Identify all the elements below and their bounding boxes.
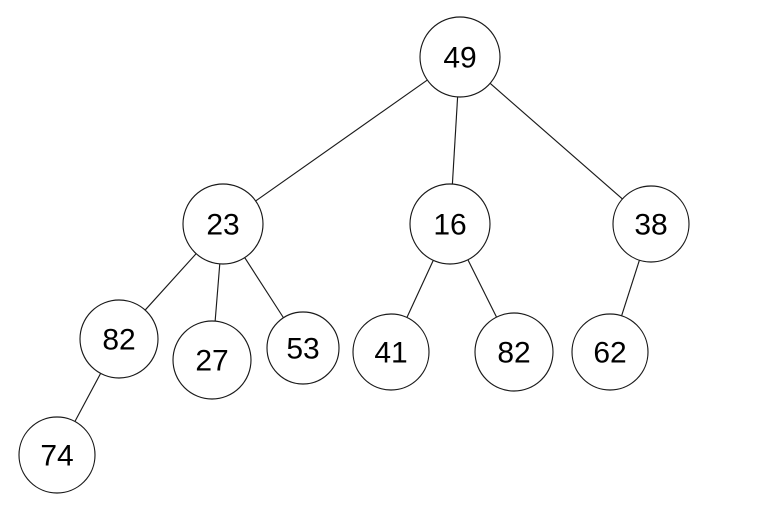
node-label: 82 [102,324,135,357]
tree-node[interactable]: 74 [18,416,96,494]
node-circle[interactable] [571,313,649,391]
tree-edge [74,373,102,422]
node-circle[interactable] [18,416,96,494]
node-layer: 49 23 16 38 82 27 53 41 82 62 74 [18,16,690,494]
tree-node[interactable]: 23 [182,183,264,265]
node-label: 27 [195,345,228,378]
tree-node[interactable]: 16 [409,183,491,265]
tree-edge [406,260,434,318]
node-label: 38 [634,209,667,242]
node-label: 53 [286,333,319,366]
node-circle[interactable] [266,311,340,385]
tree-node[interactable]: 41 [352,313,430,391]
tree-node[interactable]: 82 [474,312,554,392]
tree-node[interactable]: 38 [612,185,690,263]
tree-edge [255,79,428,202]
node-label: 49 [443,42,476,75]
tree-edge [467,259,498,318]
node-label: 62 [593,337,626,370]
tree-node[interactable]: 82 [79,299,159,379]
node-label: 41 [374,337,407,370]
node-circle[interactable] [409,183,491,265]
tree-edge [244,257,284,319]
tree-edge [489,82,623,200]
node-label: 16 [433,209,466,242]
tree-node[interactable]: 49 [419,16,501,98]
tree-node[interactable]: 62 [571,313,649,391]
tree-node[interactable]: 27 [172,320,252,400]
tree-node[interactable]: 53 [266,311,340,385]
node-circle[interactable] [419,16,501,98]
node-circle[interactable] [79,299,159,379]
node-circle[interactable] [182,183,264,265]
node-circle[interactable] [352,313,430,391]
edge-layer [74,79,640,422]
tree-edge [144,253,197,311]
node-label: 74 [40,440,73,473]
tree-edge [621,260,640,316]
node-label: 23 [206,209,239,242]
tree-edge [214,263,221,322]
tree-edge [451,96,459,185]
node-circle[interactable] [172,320,252,400]
node-circle[interactable] [612,185,690,263]
node-circle[interactable] [474,312,554,392]
node-label: 82 [497,337,530,370]
